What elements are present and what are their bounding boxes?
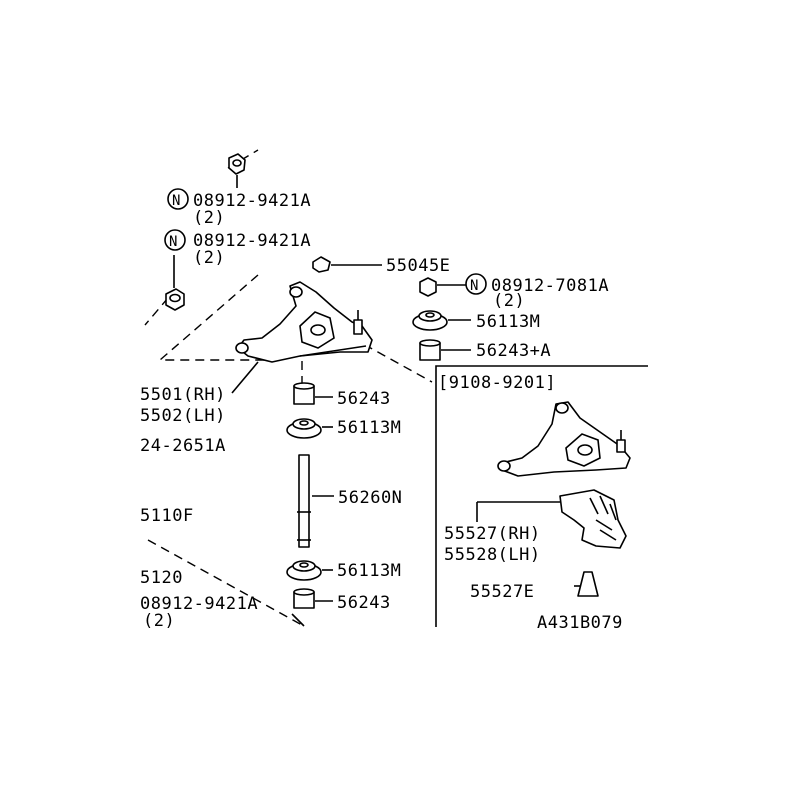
control-arm-icon — [235, 281, 373, 363]
callout-bracket-rh: 55527(RH) — [444, 524, 541, 544]
bushing-icon — [286, 560, 333, 581]
callout-5110f: 5110F — [140, 506, 194, 526]
nut-icon — [165, 255, 185, 311]
callout-55527e: 55527E — [470, 582, 534, 602]
inset-frame — [435, 365, 648, 627]
inset-date-range: [9108-9201] — [438, 373, 556, 393]
control-arm-icon — [497, 401, 631, 477]
callout-nut-b-qty: (2) — [193, 248, 225, 268]
rod-icon — [297, 454, 334, 548]
nut-symbol-n-1: N — [167, 188, 189, 210]
nut-icon — [228, 153, 246, 188]
callout-nut-b: 08912-9421A — [193, 231, 311, 251]
callout-arm-lh: 5502(LH) — [140, 406, 226, 426]
callout-bracket-lh: 55528(LH) — [444, 545, 541, 565]
callout-56243a: 56243+A — [476, 341, 551, 361]
svg-text:N: N — [169, 234, 178, 250]
bracket-icon — [559, 489, 627, 549]
callout-56113m-mid: 56113M — [337, 418, 401, 438]
callout-nut-c-qty: (2) — [493, 291, 525, 311]
callout-56113m-top: 56113M — [476, 312, 540, 332]
leader-nut-d — [291, 613, 305, 627]
callout-nut-a: 08912-9421A — [193, 191, 311, 211]
callout-55045e: 55045E — [386, 256, 450, 276]
stopper-icon — [574, 571, 599, 597]
callout-56113m-low: 56113M — [337, 561, 401, 581]
callout-nut-c: 08912-7081A — [491, 276, 609, 296]
callout-24-2651a: 24-2651A — [140, 436, 226, 456]
callout-nut-d: 08912-9421A — [140, 594, 258, 614]
callout-nut-a-qty: (2) — [193, 208, 225, 228]
assembly-line-left — [144, 297, 169, 326]
bushing-icon — [419, 339, 471, 361]
callout-5120: 5120 — [140, 568, 183, 588]
callout-56260n: 56260N — [338, 488, 402, 508]
callout-nut-d-qty: (2) — [143, 611, 175, 631]
callout-arm-rh: 5501(RH) — [140, 385, 226, 405]
bushing-icon — [293, 588, 333, 609]
nut-symbol-n-2: N — [164, 229, 186, 251]
svg-text:N: N — [470, 278, 479, 294]
svg-text:N: N — [172, 193, 181, 209]
bolt-icon — [312, 256, 382, 273]
nut-icon — [419, 277, 466, 297]
callout-56243-upper: 56243 — [337, 389, 391, 409]
bushing-icon — [293, 382, 333, 405]
leader-arm — [231, 361, 259, 394]
bushing-icon — [412, 310, 471, 331]
diagram-id: A431B079 — [537, 613, 623, 633]
bushing-icon — [286, 418, 333, 439]
nut-symbol-n-3: N — [465, 273, 487, 295]
callout-56243-lower: 56243 — [337, 593, 391, 613]
